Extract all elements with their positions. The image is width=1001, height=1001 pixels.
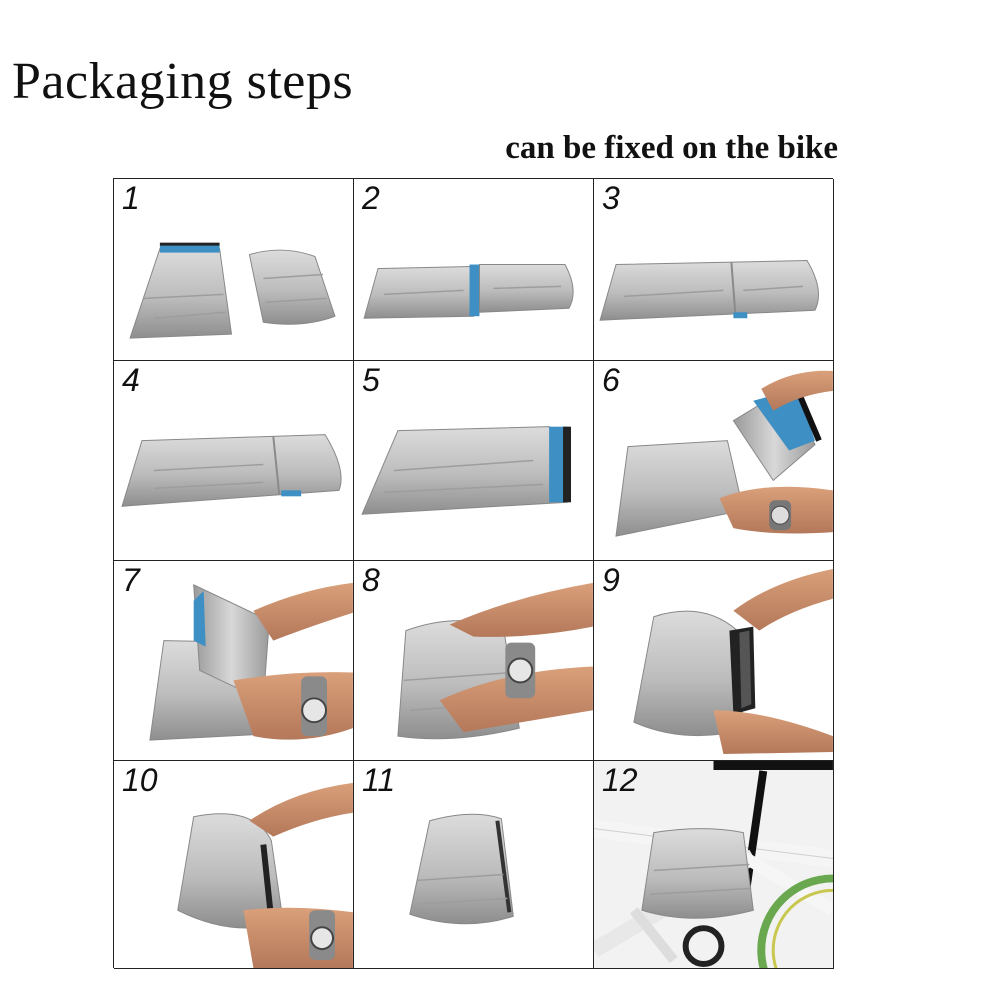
step-number: 8 bbox=[362, 562, 380, 598]
step-number: 9 bbox=[602, 562, 620, 598]
step-number: 2 bbox=[362, 180, 380, 216]
step-number: 5 bbox=[362, 362, 380, 398]
step-cell-5: 5 bbox=[354, 361, 594, 561]
step-2-photo bbox=[363, 264, 574, 319]
step-cell-12: 12 bbox=[594, 761, 834, 969]
step-cell-8: 8 bbox=[354, 561, 594, 761]
step-number: 12 bbox=[602, 762, 638, 798]
step-number: 10 bbox=[122, 762, 158, 798]
step-number: 4 bbox=[122, 362, 140, 398]
step-5-photo bbox=[361, 426, 572, 515]
step-3-photo bbox=[599, 260, 819, 321]
step-cell-7: 7 bbox=[114, 561, 354, 761]
step-cell-10: 10 bbox=[114, 761, 354, 969]
step-7-photo bbox=[149, 582, 353, 741]
step-11-photo bbox=[409, 813, 514, 925]
step-9-photo bbox=[633, 568, 833, 755]
step-4-photo bbox=[121, 434, 342, 507]
step-number: 7 bbox=[122, 562, 140, 598]
steps-grid: 1 2 3 4 bbox=[113, 178, 834, 969]
page-title: Packaging steps bbox=[12, 53, 354, 110]
step-cell-4: 4 bbox=[114, 361, 354, 561]
step-cell-1: 1 bbox=[114, 179, 354, 361]
page-subtitle: can be fixed on the bike bbox=[505, 130, 838, 166]
step-cell-9: 9 bbox=[594, 561, 834, 761]
step-6-photo bbox=[615, 370, 833, 537]
step-1-photo bbox=[129, 242, 336, 339]
step-number: 1 bbox=[122, 180, 140, 216]
step-cell-3: 3 bbox=[594, 179, 834, 361]
step-cell-6: 6 bbox=[594, 361, 834, 561]
step-8-photo bbox=[397, 582, 593, 740]
step-number: 3 bbox=[602, 180, 620, 216]
step-cell-11: 11 bbox=[354, 761, 594, 969]
step-number: 6 bbox=[602, 362, 620, 398]
step-12-photo bbox=[594, 761, 833, 968]
step-cell-2: 2 bbox=[354, 179, 594, 361]
step-10-photo bbox=[177, 782, 353, 968]
step-number: 11 bbox=[362, 762, 396, 798]
